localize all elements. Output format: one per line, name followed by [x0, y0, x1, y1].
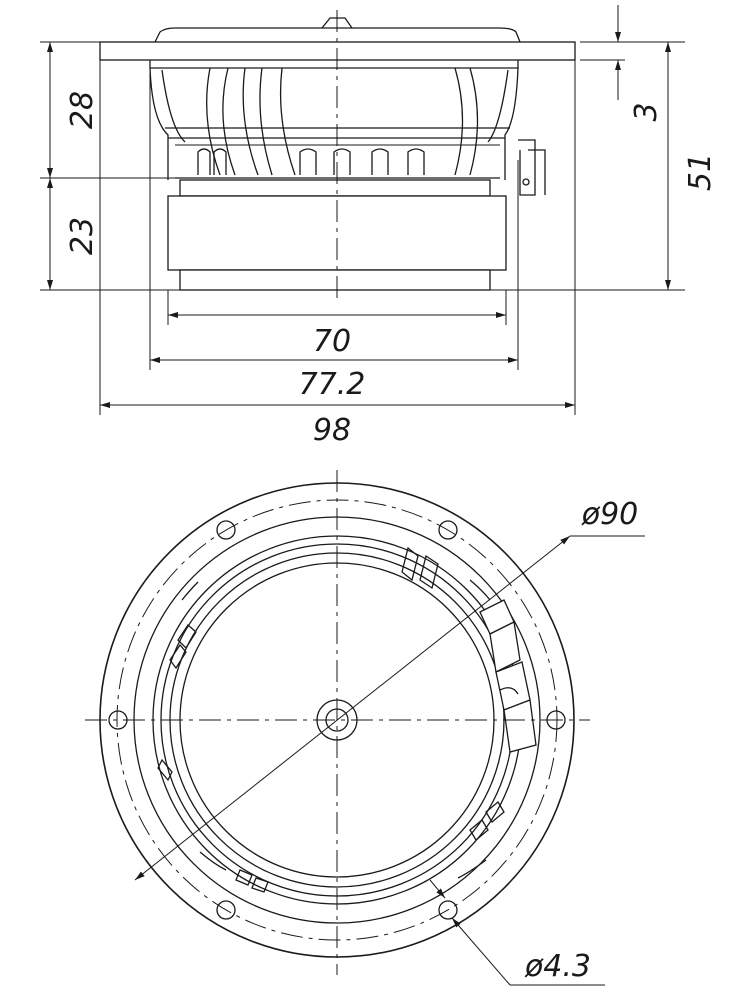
- side-view: 28 23 51 3 70 77.2 98: [40, 5, 718, 448]
- mount-hole: [216, 900, 236, 920]
- mount-hole: [438, 900, 458, 920]
- diameter-90-leader: [134, 535, 571, 881]
- front-terminal: [479, 599, 537, 753]
- dim-diameter-90: ø90: [581, 497, 639, 532]
- dim-height-51: 51: [683, 153, 718, 191]
- dim-height-28: 28: [65, 91, 100, 129]
- dim-width-98: 98: [313, 413, 351, 448]
- basket-frame: [149, 60, 519, 180]
- front-view: ø90 ø4.3: [85, 470, 645, 986]
- magnet-top-plate: [179, 179, 491, 197]
- dimension-lines: [47, 5, 671, 408]
- magnet-bottom-plate: [179, 269, 491, 291]
- basket-slots: [197, 148, 425, 175]
- dim-width-70: 70: [313, 324, 351, 359]
- terminal-tab: [518, 139, 546, 196]
- hole-4-3-leader: [451, 917, 511, 986]
- dim-flange-3: 3: [629, 102, 664, 121]
- dim-height-23: 23: [65, 217, 100, 255]
- dim-width-77-2: 77.2: [299, 367, 366, 402]
- dim-hole-4-3: ø4.3: [524, 949, 591, 984]
